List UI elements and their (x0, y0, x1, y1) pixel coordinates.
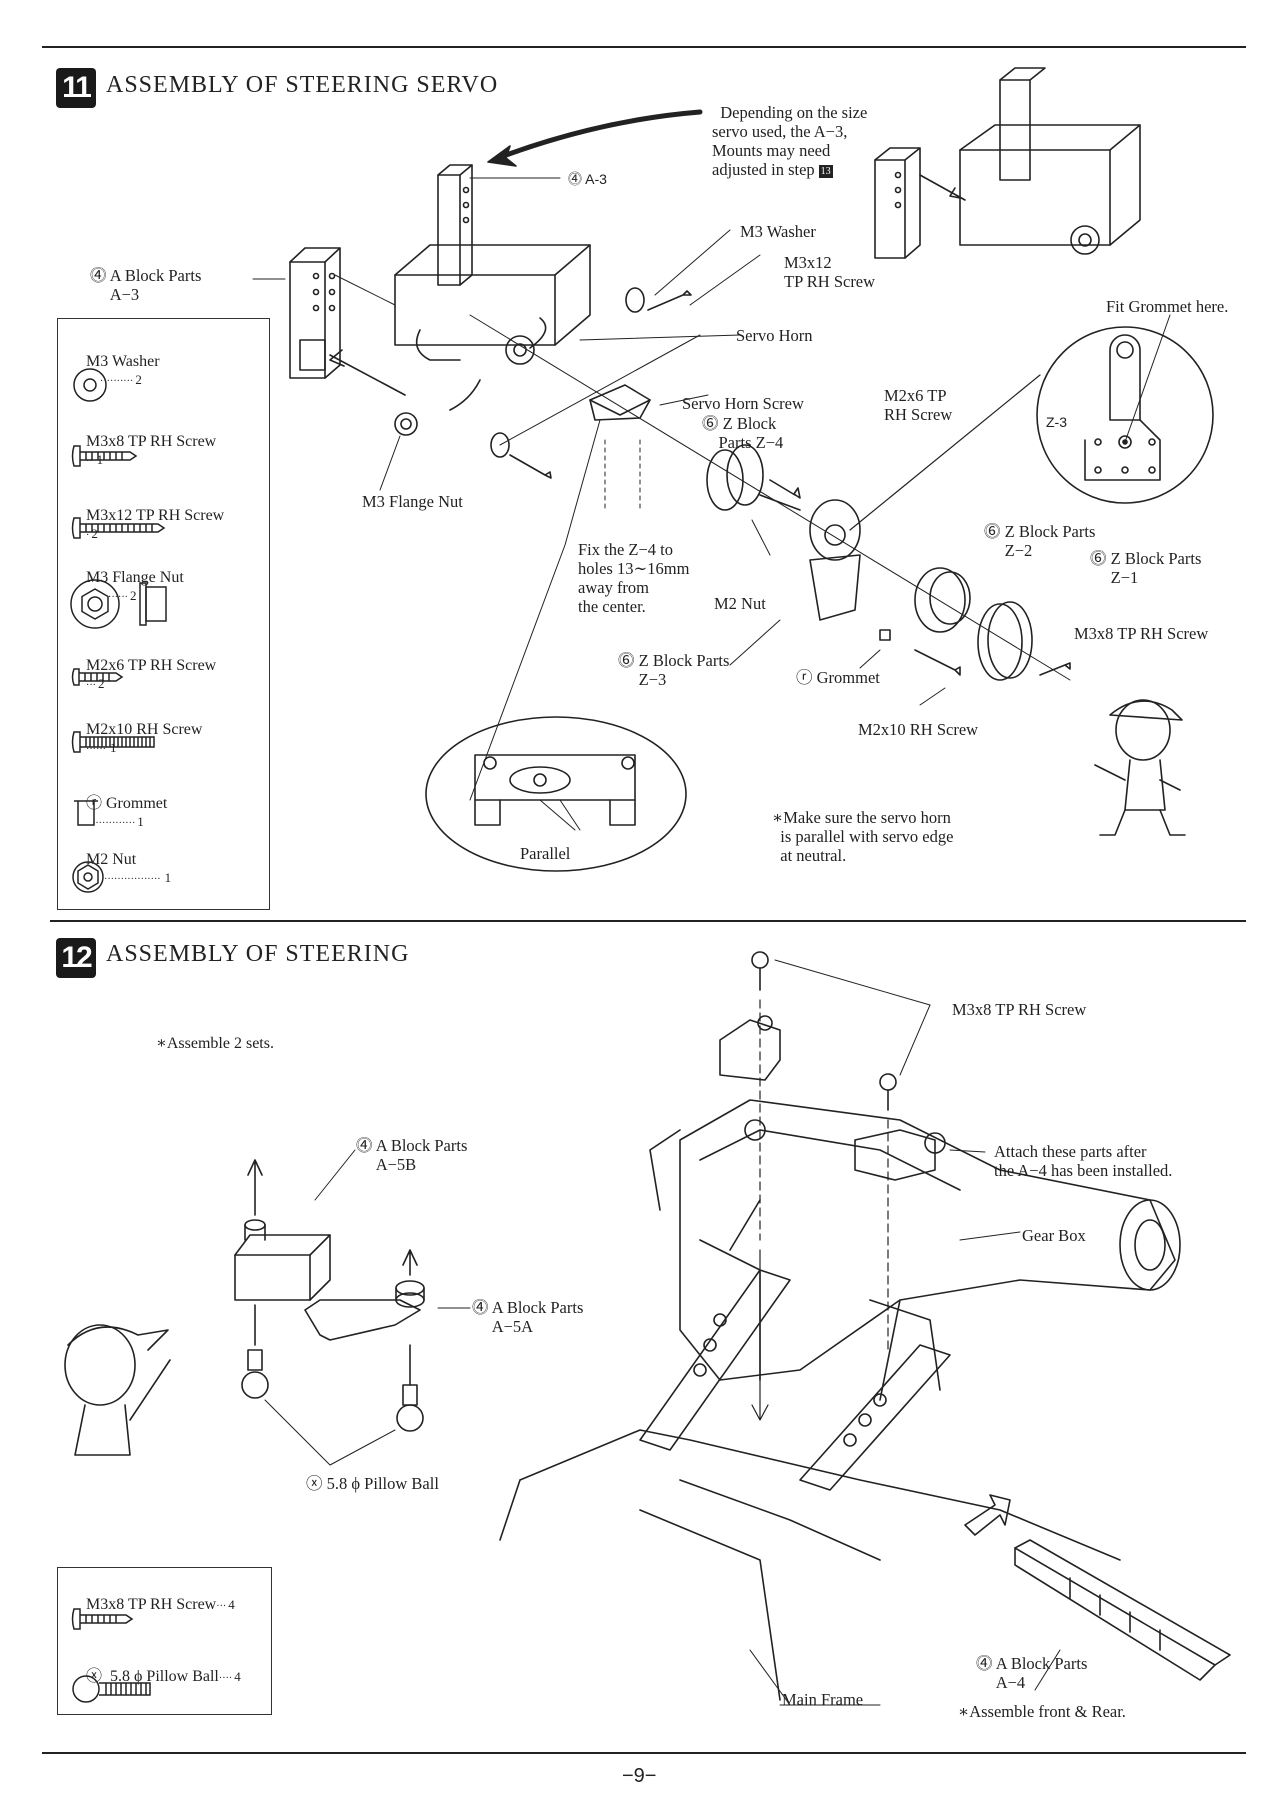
small-screw-icon (71, 668, 124, 686)
part-qty: 1 (164, 870, 172, 885)
part-name: M2x6 TP RH Screw (86, 657, 217, 674)
servo-drawing (394, 244, 591, 411)
page-number: −9− (622, 1765, 657, 1787)
a4-drawing (1014, 1539, 1231, 1681)
parts-row: M3x8 TP RH Screw···4 (70, 1578, 235, 1632)
a3-mount-drawing (437, 164, 561, 286)
label-fit-grommet: Fit Grommet here. (1106, 297, 1229, 316)
long-screw-icon (71, 517, 166, 539)
part-dots: ················· (104, 874, 161, 885)
step-ref-badge: 13 (818, 164, 833, 178)
label-z2: ⓺ Z Block Parts Z−2 (984, 522, 1096, 560)
label-parallel: Parallel (520, 844, 571, 863)
part-dots: ·· (86, 456, 93, 467)
part-dots: ··· (86, 680, 96, 691)
label-a3: ⓸ A-3 (568, 171, 607, 187)
label-m2x10: M2x10 RH Screw (858, 720, 979, 739)
part-dots: · (86, 530, 90, 541)
part-qty: 2 (98, 676, 105, 691)
part-qty: 1 (137, 814, 144, 829)
step-12-title: ASSEMBLY OF STEERING (106, 941, 410, 967)
part-name: ⓧ 5.8 ϕ Pillow Ball (86, 1668, 219, 1685)
part-dots: ············· (92, 818, 136, 829)
label-m3-flange-nut: M3 Flange Nut (362, 492, 463, 511)
part-qty: 4 (234, 1669, 241, 1684)
pillow-ball-icon (72, 1675, 151, 1703)
label-servo-horn: Servo Horn (736, 326, 813, 345)
part-dots: ···· (218, 1673, 233, 1684)
step-12-parts-list: M3x8 TP RH Screw···4 ⓧ 5.8 ϕ Pillow Ball… (57, 1567, 272, 1715)
mascot-2-drawing (64, 1324, 171, 1456)
step-11-parts-list: M3 Washer ··········2 M3x8 TP RH Screw ·… (57, 318, 270, 910)
label-m3x12: M3x12 TP RH Screw (784, 253, 876, 291)
part-name: M2x10 RH Screw (86, 721, 203, 738)
washer-icon (73, 368, 107, 402)
rh-screw-icon (71, 731, 155, 753)
part-name: M3x12 TP RH Screw (86, 507, 225, 524)
step-11-number: 11 (56, 68, 96, 108)
short-screw-icon (71, 445, 138, 467)
parts-row: M3 Washer ··········2 (70, 335, 160, 407)
label-gear-box: Gear Box (1022, 1226, 1086, 1245)
label-attach-note: Attach these parts after the A−4 has bee… (994, 1142, 1173, 1180)
label-a4: ⓸ A Block Parts A−4 (976, 1654, 1088, 1692)
short-screw-icon (71, 1608, 134, 1630)
flange-nut-icon (70, 579, 167, 629)
bottom-rule (42, 1752, 1246, 1754)
part-name: M3x8 TP RH Screw (86, 433, 217, 450)
label-m2-nut: M2 Nut (714, 594, 766, 613)
a5a-drawing (304, 1249, 471, 1432)
label-z3: ⓺ Z Block Parts Z−3 (618, 651, 730, 689)
mascot-drawing (1094, 699, 1186, 836)
middle-rule (50, 920, 1246, 922)
hex-nut-icon (72, 861, 104, 893)
step-11-title: ASSEMBLY OF STEERING SERVO (106, 72, 499, 98)
step-12-number: 12 (56, 938, 96, 978)
label-m2x6: M2x6 TP RH Screw (884, 386, 953, 424)
note-front-rear: ∗Assemble front & Rear. (958, 1702, 1126, 1721)
part-name: M3x8 TP RH Screw (86, 1596, 217, 1613)
part-qty: 4 (228, 1597, 235, 1612)
parts-row: M2 Nut ·················1 (70, 833, 171, 905)
left-mount-drawing (252, 247, 406, 396)
label-z3-circle: Z-3 (1046, 414, 1067, 430)
parts-row: M3x12 TP RH Screw ·2 (70, 489, 224, 561)
part-dots: ··· (216, 1601, 227, 1612)
a5b-drawing (234, 1159, 331, 1399)
label-servo-horn-screw: Servo Horn Screw (682, 394, 804, 413)
parts-row: ⓧ 5.8 ϕ Pillow Ball····4 (70, 1644, 241, 1704)
part-qty: 2 (129, 588, 137, 603)
step-11-size-note: Depending on the size servo used, the A−… (712, 84, 867, 179)
part-name: M2 Nut (86, 851, 137, 868)
part-qty: 2 (135, 372, 142, 387)
label-a5b: ⓸ A Block Parts A−5B (356, 1136, 468, 1174)
parts-row: M2x6 TP RH Screw ···2 (70, 639, 216, 711)
size-note-text: Depending on the size servo used, the A−… (712, 103, 868, 179)
note-make-sure: ∗Make sure the servo horn is parallel wi… (772, 808, 954, 865)
label-m3x8-12: M3x8 TP RH Screw (952, 1000, 1087, 1019)
label-a-block-a3: ⓸ A Block Parts A−3 (90, 266, 202, 304)
label-pillow-ball: ⓧ 5.8 ϕ Pillow Ball (306, 1474, 439, 1493)
label-main-frame: Main Frame (782, 1690, 864, 1709)
label-fix-z4: Fix the Z−4 to holes 13∼16mm away from t… (578, 540, 690, 616)
step-12-assemble-note: ∗Assemble 2 sets. (156, 1035, 274, 1052)
label-m3x8: M3x8 TP RH Screw (1074, 624, 1209, 643)
parts-row: ⓡ Grommet ·············1 (70, 771, 167, 849)
part-dots: ·········· (100, 376, 134, 387)
top-rule (42, 46, 1246, 48)
label-z1: ⓺ Z Block Parts Z−1 (1090, 549, 1202, 587)
part-dots: ······ (86, 744, 106, 755)
label-grommet: ⓡ Grommet (796, 668, 880, 687)
grommet-icon (74, 800, 98, 826)
label-z4: ⓺ Z Block Parts Z−4 (702, 414, 784, 452)
part-name: M3 Washer (86, 353, 160, 370)
upper-right-servo-drawing (874, 67, 1141, 259)
label-a5a: ⓸ A Block Parts A−5A (472, 1298, 584, 1336)
part-qty: 2 (91, 526, 98, 541)
label-m3-washer: M3 Washer (740, 222, 816, 241)
